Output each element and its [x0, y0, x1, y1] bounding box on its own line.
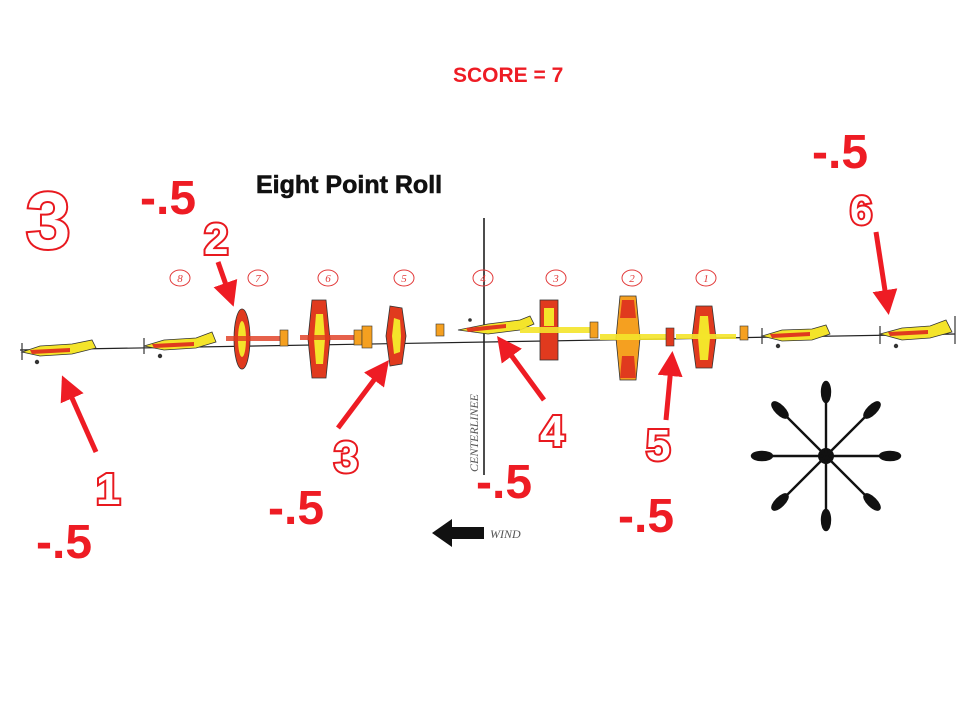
callout-number: 3: [334, 433, 358, 482]
svg-text:5: 5: [401, 273, 407, 285]
arrow-icon: [213, 261, 238, 307]
svg-text:1: 1: [703, 273, 709, 285]
grade-number: 3: [26, 176, 71, 265]
roll-star-icon: [750, 380, 902, 532]
svg-text:7: 7: [255, 273, 261, 285]
callout-number: 4: [540, 407, 565, 456]
arrow-icon: [60, 375, 99, 454]
deduction-value: -.5: [36, 516, 92, 569]
arrow-icon: [336, 360, 389, 430]
deduction-value: -.5: [268, 482, 324, 535]
deduction-value: -.5: [140, 172, 196, 225]
deduction-value: -.5: [812, 126, 868, 179]
position-marker: 5: [393, 269, 415, 287]
score-label: SCORE = 7: [453, 64, 563, 87]
callout-number: 2: [204, 215, 228, 264]
airplane-icon: [226, 308, 289, 370]
airplane-icon: [760, 324, 831, 349]
deduction-value: -.5: [476, 456, 532, 509]
position-marker: 6: [317, 269, 339, 287]
wind-label: WIND: [490, 527, 521, 541]
position-markers: 8 7 6 5 4 3 2 1: [169, 269, 717, 287]
airplane-icon: [520, 299, 599, 361]
arrow-icon: [657, 351, 683, 421]
position-marker: 1: [695, 269, 717, 287]
airplane-icon: [20, 339, 97, 365]
position-marker: 4: [472, 269, 494, 287]
svg-text:6: 6: [325, 273, 331, 285]
callout-number: 1: [96, 465, 120, 514]
position-marker: 8: [169, 269, 191, 287]
svg-text:8: 8: [177, 273, 183, 285]
position-marker: 7: [247, 269, 269, 287]
wind-arrow-icon: [432, 519, 484, 547]
diagram-title: Eight Point Roll: [256, 171, 442, 199]
airplane-icon: [676, 305, 749, 369]
callout-number: 6: [850, 189, 872, 233]
position-marker: 2: [621, 269, 643, 287]
svg-text:3: 3: [552, 273, 559, 285]
deduction-value: -.5: [618, 490, 674, 543]
svg-text:4: 4: [480, 273, 486, 285]
centerline-label: CENTERLINEE: [467, 393, 481, 472]
arrow-icon: [872, 231, 898, 315]
callout-number: 5: [646, 421, 670, 470]
airplane-icon: [143, 331, 217, 359]
airplane-icon: [361, 305, 445, 367]
airplane-icon: [457, 315, 535, 335]
arrow-icon: [497, 335, 547, 402]
position-marker: 3: [545, 269, 567, 287]
airplane-icon: [300, 299, 363, 379]
airplane-icon: [600, 295, 675, 381]
deduction-arrows: [60, 231, 898, 454]
airplane-icon: [878, 316, 956, 349]
svg-text:2: 2: [629, 273, 635, 285]
